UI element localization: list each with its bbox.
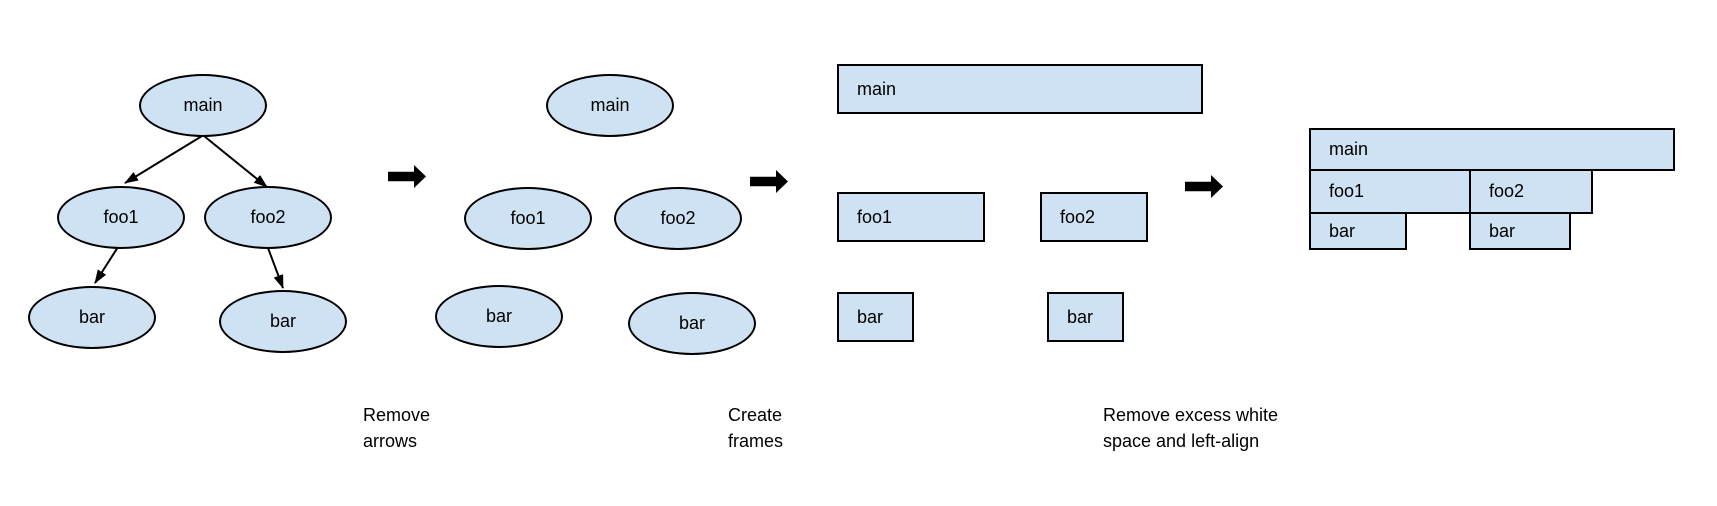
noarrow-node-bar-right-label: bar — [678, 313, 705, 333]
flame-rect-bar-right-label: bar — [1489, 220, 1516, 241]
frames-rect-main: main — [837, 64, 1203, 114]
tree-edge-main-foo2 — [203, 135, 268, 188]
tree-node-foo2: foo2 — [204, 186, 332, 249]
tree-node-foo1-label: foo1 — [103, 207, 139, 227]
tree-node-main: main — [139, 74, 267, 137]
caption-create-frames: Create frames — [728, 402, 783, 454]
flame-rect-bar-left: bar — [1309, 212, 1407, 250]
caption-create-frames-line2: frames — [728, 431, 784, 451]
frames-rect-bar-right-label: bar — [1067, 306, 1094, 327]
tree-node-main-label: main — [183, 95, 223, 115]
frames-rect-foo2: foo2 — [1040, 192, 1148, 242]
flame-rect-main-label: main — [1329, 139, 1369, 159]
caption-create-frames-line1: Create — [728, 405, 783, 425]
step3-arrow-shape — [1185, 175, 1223, 198]
tree-node-bar-right: bar — [219, 290, 347, 353]
flame-rect-bar-right: bar — [1469, 212, 1571, 250]
frames-rect-bar-left: bar — [837, 292, 914, 342]
noarrow-node-foo1: foo1 — [464, 187, 592, 250]
frames-rect-foo1-label: foo1 — [857, 206, 893, 227]
step1-arrow-icon — [388, 165, 426, 188]
noarrow-node-bar-left: bar — [435, 285, 563, 348]
flame-rect-bar-left-label: bar — [1329, 220, 1356, 241]
noarrow-node-main: main — [546, 74, 674, 137]
frames-rect-main-label: main — [857, 78, 897, 99]
tree-edge-foo1-bar — [94, 246, 119, 284]
noarrow-node-main-label: main — [590, 95, 630, 115]
noarrow-node-foo2-label: foo2 — [660, 208, 696, 228]
caption-left-align: Remove excess white space and left-align — [1103, 402, 1278, 454]
noarrow-node-bar-right: bar — [628, 292, 756, 355]
tree-node-foo2-label: foo2 — [250, 207, 286, 227]
step1-arrow-shape — [388, 165, 426, 188]
step2-arrow-icon — [750, 170, 788, 193]
noarrow-node-foo2: foo2 — [614, 187, 742, 250]
flame-rect-foo2-label: foo2 — [1489, 181, 1525, 201]
tree-node-bar-left: bar — [28, 286, 156, 349]
noarrow-node-bar-left-label: bar — [485, 306, 512, 326]
tree-edge-main-foo1 — [124, 135, 203, 184]
flame-rect-foo2: foo2 — [1469, 169, 1593, 214]
caption-left-align-line1: Remove excess white — [1103, 405, 1279, 425]
frames-rect-bar-right: bar — [1047, 292, 1124, 342]
tree-edge-foo2-bar — [267, 247, 284, 289]
tree-node-foo1: foo1 — [57, 186, 185, 249]
caption-remove-arrows-line2: arrows — [363, 431, 418, 451]
flame-rect-foo1: foo1 — [1309, 169, 1471, 214]
tree-node-bar-left-label: bar — [78, 307, 105, 327]
frames-rect-foo2-label: foo2 — [1060, 206, 1096, 227]
caption-left-align-line2: space and left-align — [1103, 431, 1260, 451]
noarrow-node-foo1-label: foo1 — [510, 208, 546, 228]
step2-arrow-shape — [750, 170, 788, 193]
frames-rect-bar-left-label: bar — [857, 306, 884, 327]
step3-arrow-icon — [1185, 175, 1223, 198]
frames-rect-foo1: foo1 — [837, 192, 985, 242]
flame-rect-main: main — [1309, 128, 1675, 171]
flame-rect-foo1-label: foo1 — [1329, 181, 1365, 201]
caption-remove-arrows: Remove arrows — [363, 402, 430, 454]
tree-node-bar-right-label: bar — [269, 311, 296, 331]
caption-remove-arrows-line1: Remove — [363, 405, 431, 425]
